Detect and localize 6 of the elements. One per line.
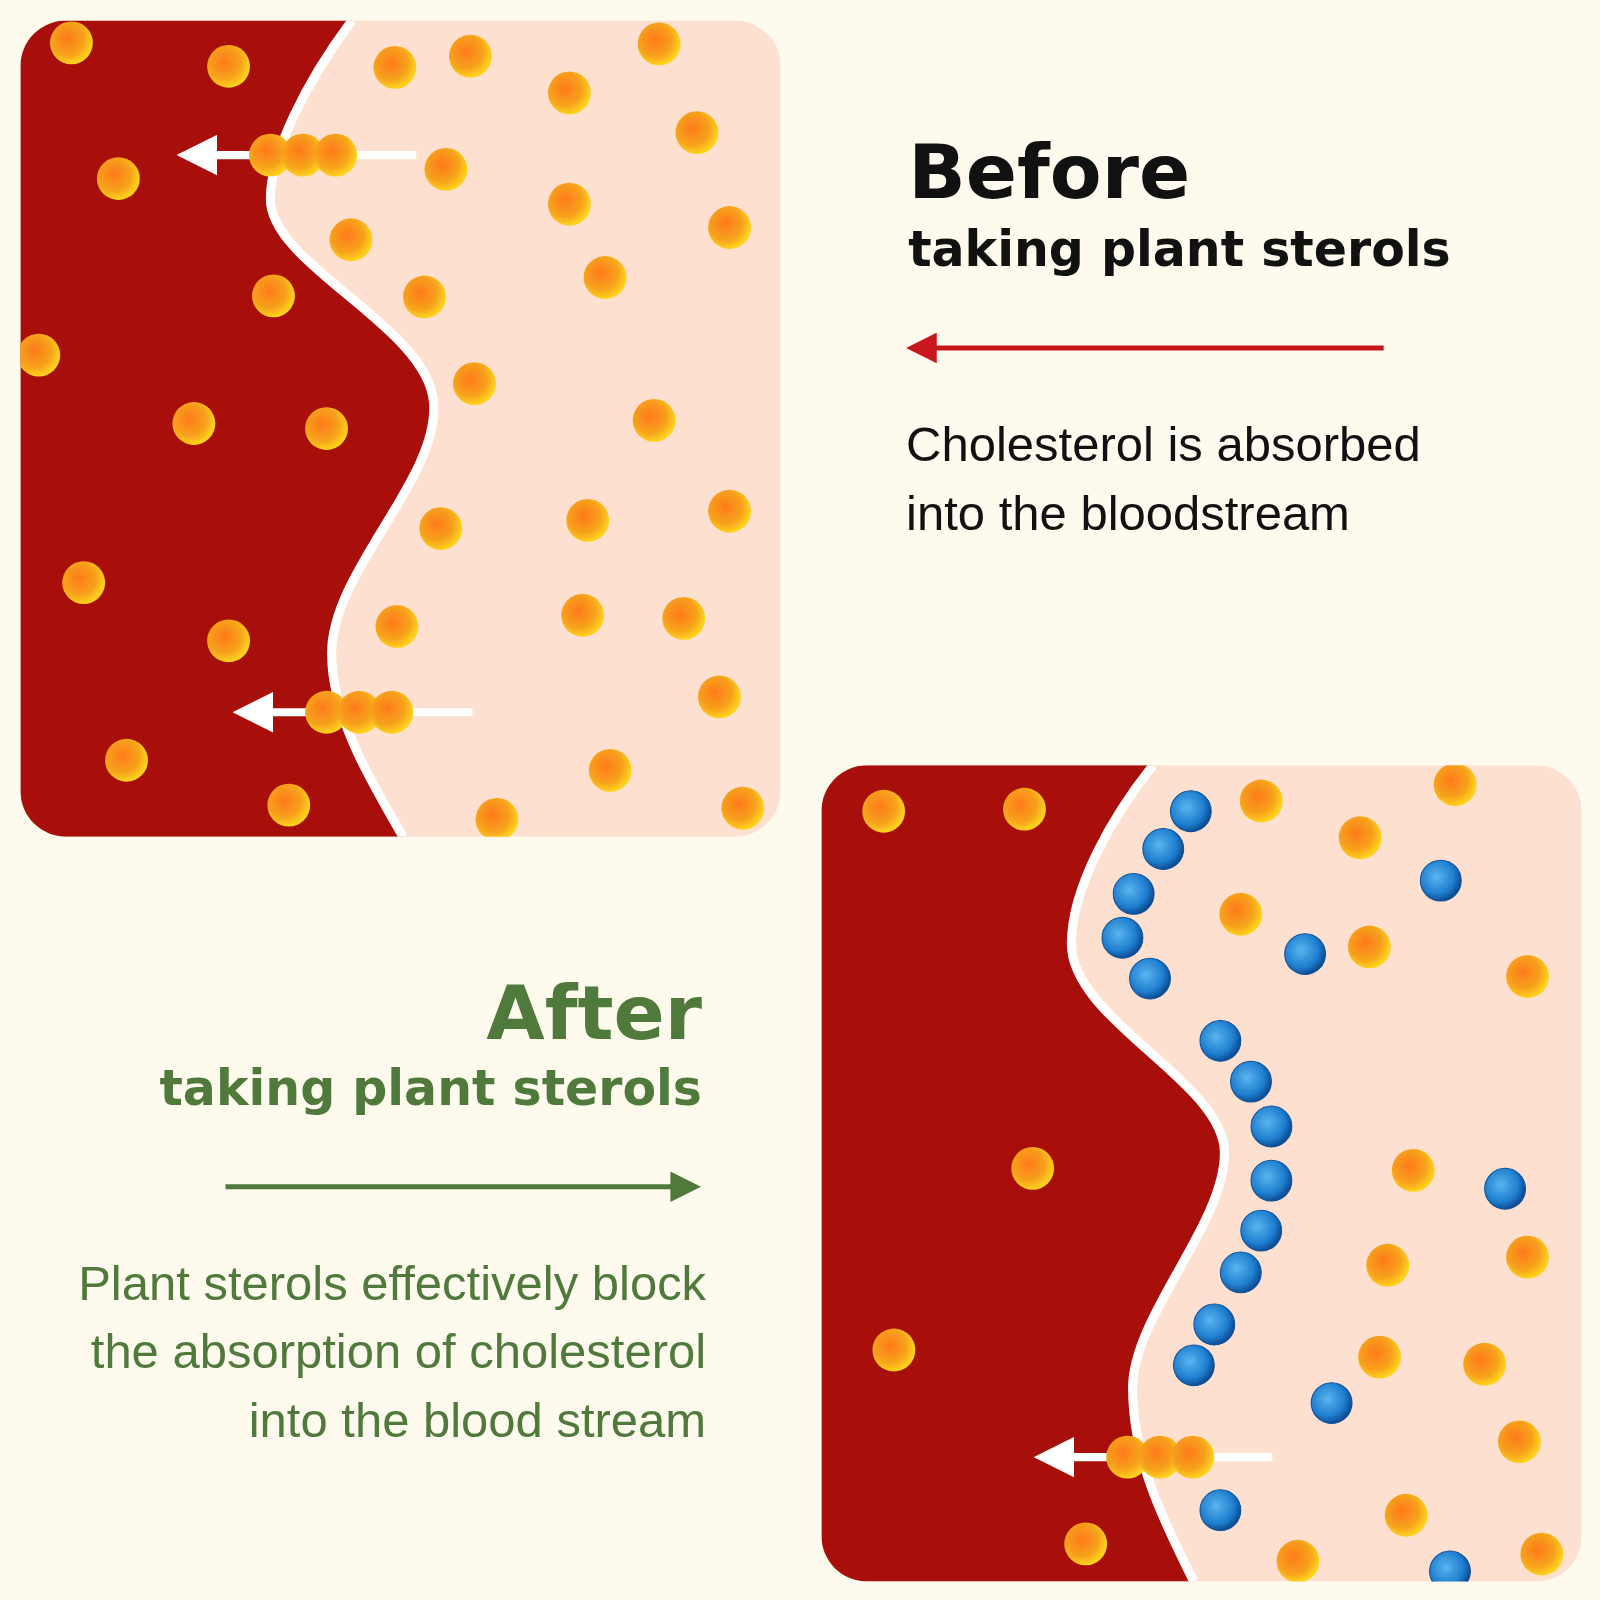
heading: Before <box>908 130 1191 214</box>
subheading: taking plant sterols <box>159 1061 703 1116</box>
heading: After <box>486 971 703 1055</box>
description: Plant sterols effectively block the absorption of cholesterol into the blood stream <box>77 1255 707 1450</box>
description: Cholesterol is absorbed into the bloodstream <box>906 416 1422 542</box>
subheading: taking plant sterols <box>908 222 1451 277</box>
